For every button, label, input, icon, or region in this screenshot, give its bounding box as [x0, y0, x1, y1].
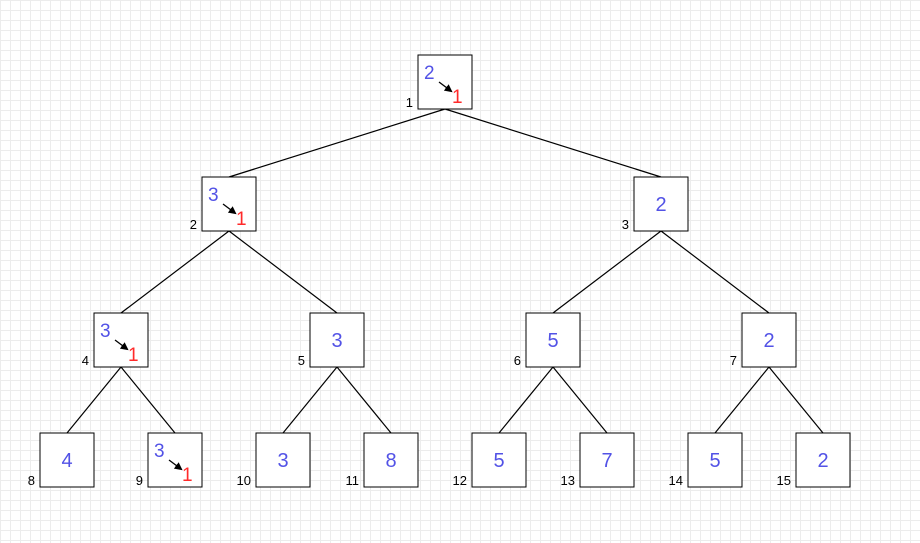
tree-edge-1-2 — [228, 108, 446, 178]
tree-node-3: 32 — [622, 176, 689, 232]
tree-node-15: 15 2 — [777, 432, 851, 488]
node-value: 2 — [655, 194, 666, 216]
tree-node-12: 12 5 — [453, 432, 527, 488]
node-value: 4 — [61, 450, 72, 472]
node-box — [633, 176, 689, 232]
node-index-label: 12 — [453, 473, 467, 488]
node-box — [687, 432, 743, 488]
node-index-label: 6 — [514, 353, 521, 368]
tree-edge-2-4 — [120, 230, 230, 314]
node-new-value: 1 — [128, 345, 139, 366]
node-index-label: 8 — [28, 473, 35, 488]
tree-edge-6-13 — [552, 366, 608, 434]
node-box — [579, 432, 635, 488]
node-box — [147, 432, 203, 488]
node-value: 8 — [385, 450, 396, 472]
node-value: 3 — [331, 330, 342, 352]
update-arrow-icon — [168, 459, 183, 471]
node-index-label: 3 — [622, 217, 629, 232]
node-new-value: 1 — [182, 465, 193, 486]
node-box — [363, 432, 419, 488]
update-arrow-icon — [222, 203, 237, 215]
node-index-label: 1 — [406, 95, 413, 110]
node-box — [201, 176, 257, 232]
tree-edge-1-3 — [444, 108, 662, 178]
node-box — [741, 312, 797, 368]
tree-node-1: 121 — [406, 54, 473, 110]
node-index-label: 5 — [298, 353, 305, 368]
tree-edge-4-8 — [66, 366, 122, 434]
tree-edge-4-9 — [120, 366, 176, 434]
node-value: 5 — [547, 330, 558, 352]
node-index-label: 13 — [561, 473, 575, 488]
tree-node-13: 13 7 — [561, 432, 635, 488]
tree-node-6: 65 — [514, 312, 581, 368]
node-index-label: 7 — [730, 353, 737, 368]
tree-edge-3-6 — [552, 230, 662, 314]
tree-edge-6-12 — [498, 366, 554, 434]
node-new-value: 1 — [236, 209, 247, 230]
node-box — [93, 312, 149, 368]
tree-edge-5-11 — [336, 366, 392, 434]
node-index-label: 4 — [82, 353, 89, 368]
tree-edge-7-14 — [714, 366, 770, 434]
node-old-value: 3 — [208, 185, 219, 206]
tree-node-11: 11 8 — [346, 432, 419, 488]
tree-edge-7-15 — [768, 366, 824, 434]
tree-node-5: 53 — [298, 312, 365, 368]
tree-edge-5-10 — [282, 366, 338, 434]
node-index-label: 11 — [346, 473, 360, 488]
node-index-label: 9 — [136, 473, 143, 488]
tree-node-8: 84 — [28, 432, 95, 488]
node-value: 5 — [493, 450, 504, 472]
node-value: 7 — [601, 450, 612, 472]
node-box — [417, 54, 473, 110]
node-value: 2 — [817, 450, 828, 472]
node-value: 5 — [709, 450, 720, 472]
node-value: 3 — [277, 450, 288, 472]
node-index-label: 10 — [237, 473, 251, 488]
node-new-value: 1 — [452, 87, 463, 108]
update-arrow-icon — [438, 81, 453, 93]
tree-node-2: 231 — [190, 176, 257, 232]
node-index-label: 2 — [190, 217, 197, 232]
update-arrow-icon — [114, 339, 129, 351]
tree-node-9: 931 — [136, 432, 203, 488]
tree-node-4: 431 — [82, 312, 149, 368]
node-box — [255, 432, 311, 488]
node-value: 2 — [763, 330, 774, 352]
node-old-value: 3 — [154, 441, 165, 462]
node-box — [525, 312, 581, 368]
node-box — [309, 312, 365, 368]
tree-node-10: 10 3 — [237, 432, 311, 488]
node-old-value: 2 — [424, 63, 435, 84]
tree-node-14: 14 5 — [669, 432, 743, 488]
tree-edge-3-7 — [660, 230, 770, 314]
node-old-value: 3 — [100, 321, 111, 342]
node-box — [39, 432, 95, 488]
node-index-label: 14 — [669, 473, 683, 488]
node-box — [471, 432, 527, 488]
node-box — [795, 432, 851, 488]
node-index-label: 15 — [777, 473, 791, 488]
tree-edge-2-5 — [228, 230, 338, 314]
tree-node-7: 72 — [730, 312, 797, 368]
